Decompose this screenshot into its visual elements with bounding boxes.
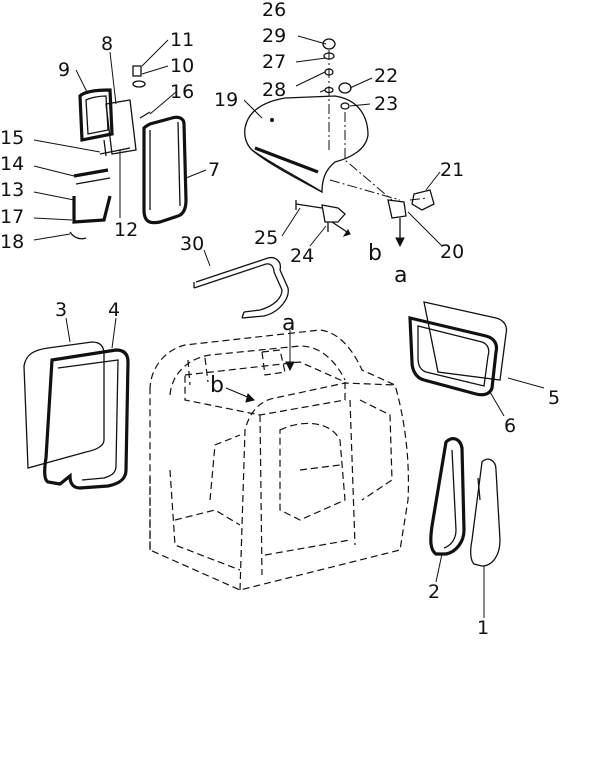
part-label-28: 28 (262, 79, 286, 101)
part-label-2: 2 (428, 581, 440, 603)
leader-lines (33, 35, 545, 618)
part-label-27: 27 (262, 51, 286, 73)
part-label-7: 7 (208, 159, 220, 181)
cab-body (149, 329, 410, 591)
part-label-30: 30 (180, 233, 204, 255)
pointer-b-cab: b (210, 373, 224, 398)
part-label-15: 15 (0, 127, 24, 149)
part-label-14: 14 (0, 153, 24, 175)
latch-assembly (295, 189, 435, 248)
pointer-b-top: b (368, 241, 382, 266)
front-right-windows (429, 437, 501, 567)
part-label-25: 25 (254, 227, 278, 249)
part-label-23: 23 (374, 93, 398, 115)
part-label-22: 22 (374, 65, 398, 87)
left-door-window (23, 341, 130, 490)
part-label-8: 8 (101, 33, 113, 55)
part-label-18: 18 (0, 231, 24, 253)
part-label-5: 5 (548, 387, 560, 409)
part-label-12: 12 (114, 219, 138, 241)
fasteners-26-29-27-28 (322, 38, 401, 201)
right-side-window (408, 301, 508, 397)
part-label-9: 9 (58, 59, 70, 81)
rear-window-group (69, 65, 188, 240)
part-label-13: 13 (0, 179, 24, 201)
part-label-16: 16 (170, 81, 194, 103)
reference-pointers: a b a b (210, 241, 407, 398)
part-label-19: 19 (214, 89, 238, 111)
part-labels: 1 2 3 4 5 6 7 8 9 10 11 12 13 14 15 16 1… (0, 0, 560, 639)
part-label-4: 4 (108, 299, 120, 321)
part-label-17: 17 (0, 206, 24, 228)
part-label-1: 1 (477, 617, 489, 639)
part-label-6: 6 (504, 415, 516, 437)
pointer-a-top: a (394, 263, 407, 288)
part-label-20: 20 (440, 241, 464, 263)
part-label-26: 26 (262, 0, 286, 21)
part-label-21: 21 (440, 159, 464, 181)
part-label-24: 24 (290, 245, 314, 267)
frame-30 (193, 256, 289, 319)
part-label-3: 3 (55, 299, 67, 321)
part-label-29: 29 (262, 25, 286, 47)
pointer-a-cab: a (282, 311, 295, 336)
roof-panel-19 (244, 95, 369, 194)
part-label-10: 10 (170, 55, 194, 77)
part-label-11: 11 (170, 29, 194, 51)
